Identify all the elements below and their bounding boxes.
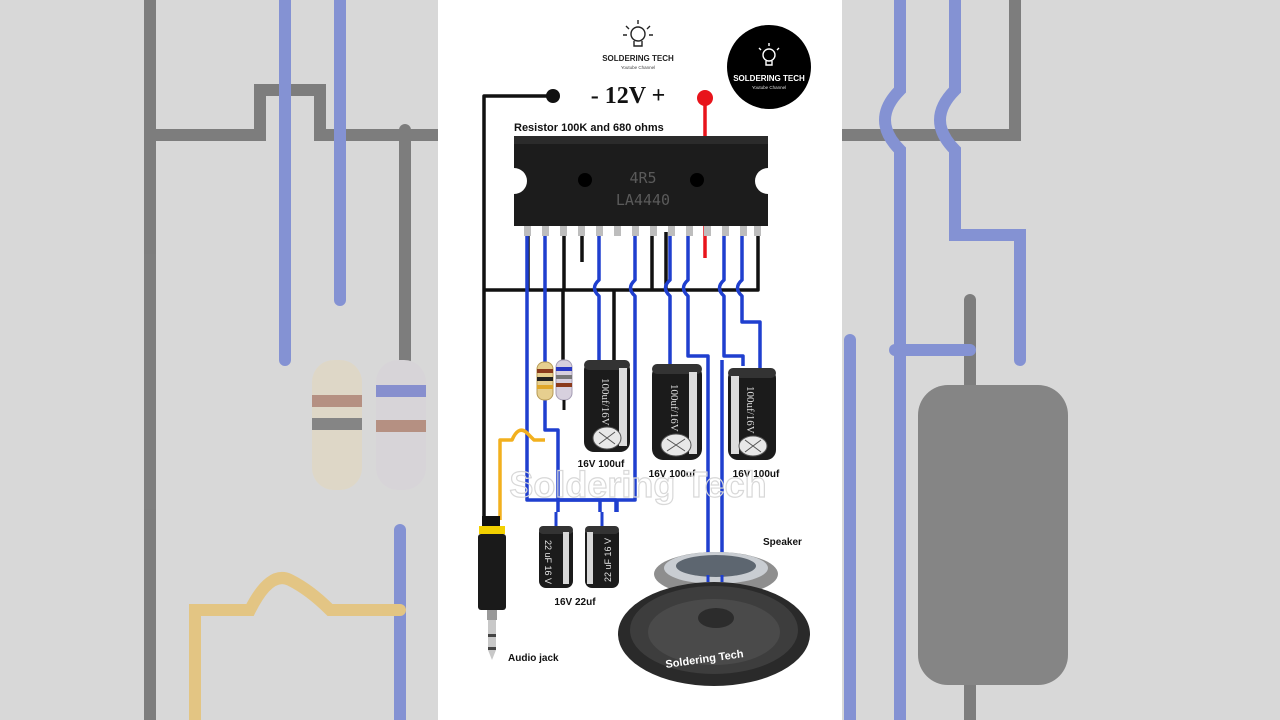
cap2-label: 16V 100uf: [649, 469, 696, 480]
capacitor-22uf-1: 22 uF 16 V: [539, 526, 573, 588]
resistor-680: [555, 359, 573, 410]
badge-name: SOLDERING TECH: [733, 74, 805, 83]
ic-marking-line1: 4R5: [629, 169, 656, 187]
capacitor-100uf-1: 100uf/16V: [584, 360, 630, 452]
capacitor-22uf-2: 22 uF 16 V: [585, 526, 619, 588]
top-logo-sub: Youtube Channel: [621, 65, 655, 70]
ic-marking-line2: LA4440: [616, 191, 670, 209]
diagram-panel: SOLDERING TECH Youtube Channel SOLDERING…: [438, 0, 842, 720]
cap5-body-text: 22 uF 16 V: [603, 538, 613, 582]
positive-terminal: [697, 90, 713, 106]
badge-sub: Youtube Channel: [752, 85, 786, 90]
cap3-label: 16V 100uf: [733, 469, 780, 480]
circuit-diagram: SOLDERING TECH Youtube Channel SOLDERING…: [478, 20, 811, 686]
cap22-leads: [554, 512, 604, 526]
speaker-label: Speaker: [763, 537, 802, 548]
resistor-note: Resistor 100K and 680 ohms: [514, 122, 664, 134]
bulb-icon: [623, 20, 653, 47]
speaker-leads: [706, 575, 724, 582]
jack-label: Audio jack: [508, 653, 559, 664]
audio-jack: [478, 516, 506, 660]
cap1-body-text: 100uf/16V: [599, 378, 611, 426]
cap4-body-text: 22 uF 16 V: [543, 540, 553, 584]
resistor-100k: [536, 358, 554, 401]
speaker: Soldering Tech: [618, 552, 810, 686]
channel-badge: SOLDERING TECH Youtube Channel: [727, 25, 811, 109]
negative-terminal: [546, 89, 560, 103]
ic-chip: 4R5 LA4440: [514, 136, 768, 236]
cap-small-label: 16V 22uf: [554, 597, 596, 608]
cap1-label: 16V 100uf: [578, 459, 625, 470]
cap2-body-text: 100uf/16V: [668, 384, 680, 432]
audio-wire: [498, 428, 545, 520]
cap3-body-text: 100uf/16V: [744, 386, 756, 434]
top-logo: SOLDERING TECH Youtube Channel: [602, 20, 674, 70]
ic-pins: [524, 226, 761, 236]
voltage-label: - 12V +: [591, 83, 666, 109]
watermark: Soldering Tech: [509, 464, 766, 505]
top-logo-name: SOLDERING TECH: [602, 54, 674, 63]
signal-wires: [525, 236, 762, 575]
badge-bulb-icon: [758, 43, 780, 66]
capacitor-100uf-3: 100uf/16V: [728, 368, 776, 460]
capacitor-100uf-2: 100uf/16V: [652, 364, 702, 460]
